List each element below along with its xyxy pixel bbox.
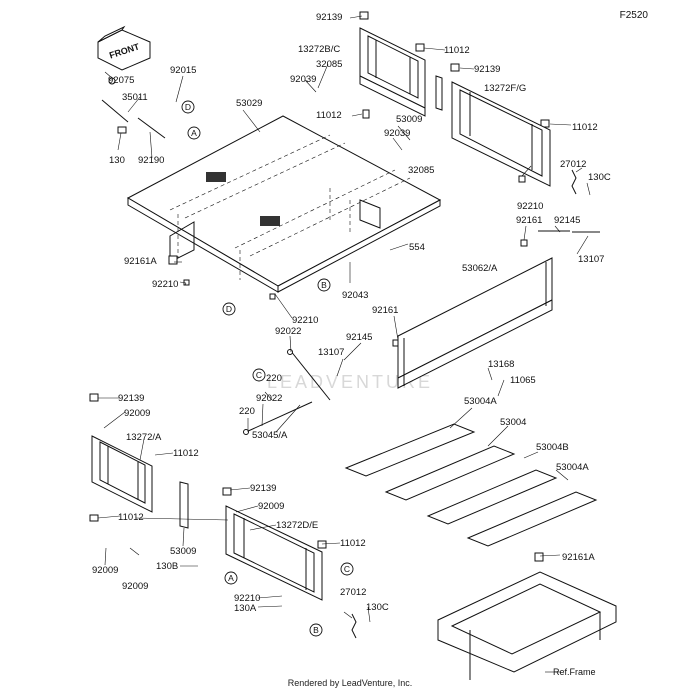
ref-frame-label: Ref.Frame (553, 667, 596, 677)
part-92145-left[interactable]: 92145 (346, 332, 372, 343)
part-11012-lower-right[interactable]: 11012 (340, 538, 366, 549)
part-35011[interactable]: 35011 (122, 92, 148, 103)
figure-id: F2520 (620, 10, 649, 21)
part-53009-lower[interactable]: 53009 (170, 546, 196, 557)
part-220-right[interactable]: 220 (266, 373, 282, 384)
part-92161a-upper[interactable]: 92161A (124, 256, 157, 267)
part-13168[interactable]: 13168 (488, 359, 514, 370)
side-panel-13272bc (359, 27, 426, 117)
link-rod-53045a (243, 349, 331, 435)
callout-A-upper: A (187, 126, 201, 140)
part-92009-upper-left[interactable]: 92009 (124, 408, 150, 419)
part-11012-mid[interactable]: 11012 (316, 110, 342, 121)
part-13107-left[interactable]: 13107 (318, 347, 344, 358)
part-53004a-lower[interactable]: 53004A (556, 462, 589, 473)
part-11065[interactable]: 11065 (510, 375, 536, 386)
svg-text:C: C (344, 564, 350, 574)
cargo-bed-panel (126, 115, 442, 293)
part-130[interactable]: 130 (109, 155, 125, 166)
svg-text:B: B (321, 280, 327, 290)
part-53062a[interactable]: 53062/A (462, 263, 498, 274)
part-92190[interactable]: 92190 (138, 155, 164, 166)
part-92210-bed[interactable]: 92210 (292, 315, 318, 326)
part-92139-left[interactable]: 92139 (118, 393, 144, 404)
svg-text:A: A (191, 128, 197, 138)
part-11012-top[interactable]: 11012 (444, 45, 470, 56)
part-92161a-lower[interactable]: 92161A (562, 552, 595, 563)
part-92210-left[interactable]: 92210 (152, 279, 178, 290)
hardware-bolts-upper (168, 11, 600, 347)
part-92022-upper[interactable]: 92022 (275, 326, 301, 337)
part-92009-lower[interactable]: 92009 (258, 501, 284, 512)
part-92039-top[interactable]: 92039 (290, 74, 316, 85)
part-13272a[interactable]: 13272/A (126, 432, 162, 443)
callout-C-lower: C (340, 562, 354, 576)
part-554[interactable]: 554 (409, 242, 425, 253)
part-53009-top[interactable]: 53009 (396, 114, 422, 125)
part-13272fg[interactable]: 13272F/G (484, 83, 526, 94)
part-13272de[interactable]: 13272D/E (276, 520, 318, 531)
part-32085-mid[interactable]: 32085 (408, 165, 434, 176)
part-53004b[interactable]: 53004B (536, 442, 569, 453)
part-92145-right[interactable]: 92145 (554, 215, 580, 226)
bed-mat-pads (344, 423, 598, 547)
part-92009-left-a[interactable]: 92009 (92, 565, 118, 576)
tailgate-53062a (397, 257, 553, 389)
callout-D-upper: D (181, 100, 195, 114)
part-13272bc[interactable]: 13272B/C (298, 44, 340, 55)
ref-frame (437, 552, 617, 680)
part-92022-lower[interactable]: 92022 (256, 393, 282, 404)
footer-credit: Rendered by LeadVenture, Inc. (288, 678, 413, 688)
part-92161-left[interactable]: 92161 (372, 305, 398, 316)
callout-B-lower: B (309, 623, 323, 637)
part-92139-lower[interactable]: 92139 (250, 483, 276, 494)
part-53004[interactable]: 53004 (500, 417, 526, 428)
part-92210-right[interactable]: 92210 (517, 201, 543, 212)
part-130a[interactable]: 130A (234, 603, 257, 614)
side-panel-13272de (222, 487, 327, 601)
svg-text:A: A (228, 573, 234, 583)
part-32085-top[interactable]: 32085 (316, 59, 342, 70)
part-13107-right[interactable]: 13107 (578, 254, 604, 265)
part-92139-right[interactable]: 92139 (474, 64, 500, 75)
leader-lines (97, 15, 591, 673)
callout-A-lower: A (224, 571, 238, 585)
part-220-left[interactable]: 220 (239, 406, 255, 417)
front-direction-marker: FRONT (97, 25, 151, 71)
part-labels: 92075 92015 35011 130 92190 53029 92161A… (92, 12, 611, 677)
part-27012-lower[interactable]: 27012 (340, 587, 366, 598)
part-130b[interactable]: 130B (156, 561, 178, 572)
part-92039-mid[interactable]: 92039 (384, 128, 410, 139)
part-92210-lower[interactable]: 92210 (234, 593, 260, 604)
part-130c-lower[interactable]: 130C (366, 602, 389, 613)
part-92043[interactable]: 92043 (342, 290, 368, 301)
part-130c-top[interactable]: 130C (588, 172, 611, 183)
part-92161-right[interactable]: 92161 (516, 215, 542, 226)
part-11012-left-upper[interactable]: 11012 (173, 448, 199, 459)
part-11012-right[interactable]: 11012 (572, 122, 598, 133)
part-53029[interactable]: 53029 (236, 98, 262, 109)
callout-B-upper: B (317, 278, 331, 292)
side-panel-13272fg (435, 75, 551, 187)
part-11012-left-lower[interactable]: 11012 (118, 512, 144, 523)
part-92075[interactable]: 92075 (108, 75, 134, 86)
svg-text:D: D (185, 102, 191, 112)
part-92009-left-b[interactable]: 92009 (122, 581, 148, 592)
callout-C-upper: C (252, 368, 266, 382)
pin-rod-assembly (101, 77, 166, 139)
svg-text:B: B (313, 625, 319, 635)
part-27012-top[interactable]: 27012 (560, 159, 586, 170)
side-panel-13272a (89, 393, 189, 529)
part-92139-top[interactable]: 92139 (316, 12, 342, 23)
part-53045a[interactable]: 53045/A (252, 430, 288, 441)
watermark: LEADVENTURE (267, 372, 433, 392)
part-53004a-upper[interactable]: 53004A (464, 396, 497, 407)
svg-text:C: C (256, 370, 262, 380)
svg-text:D: D (226, 304, 232, 314)
springs-27012 (351, 169, 577, 639)
callout-D-lower: D (222, 302, 236, 316)
part-92015[interactable]: 92015 (170, 65, 196, 76)
